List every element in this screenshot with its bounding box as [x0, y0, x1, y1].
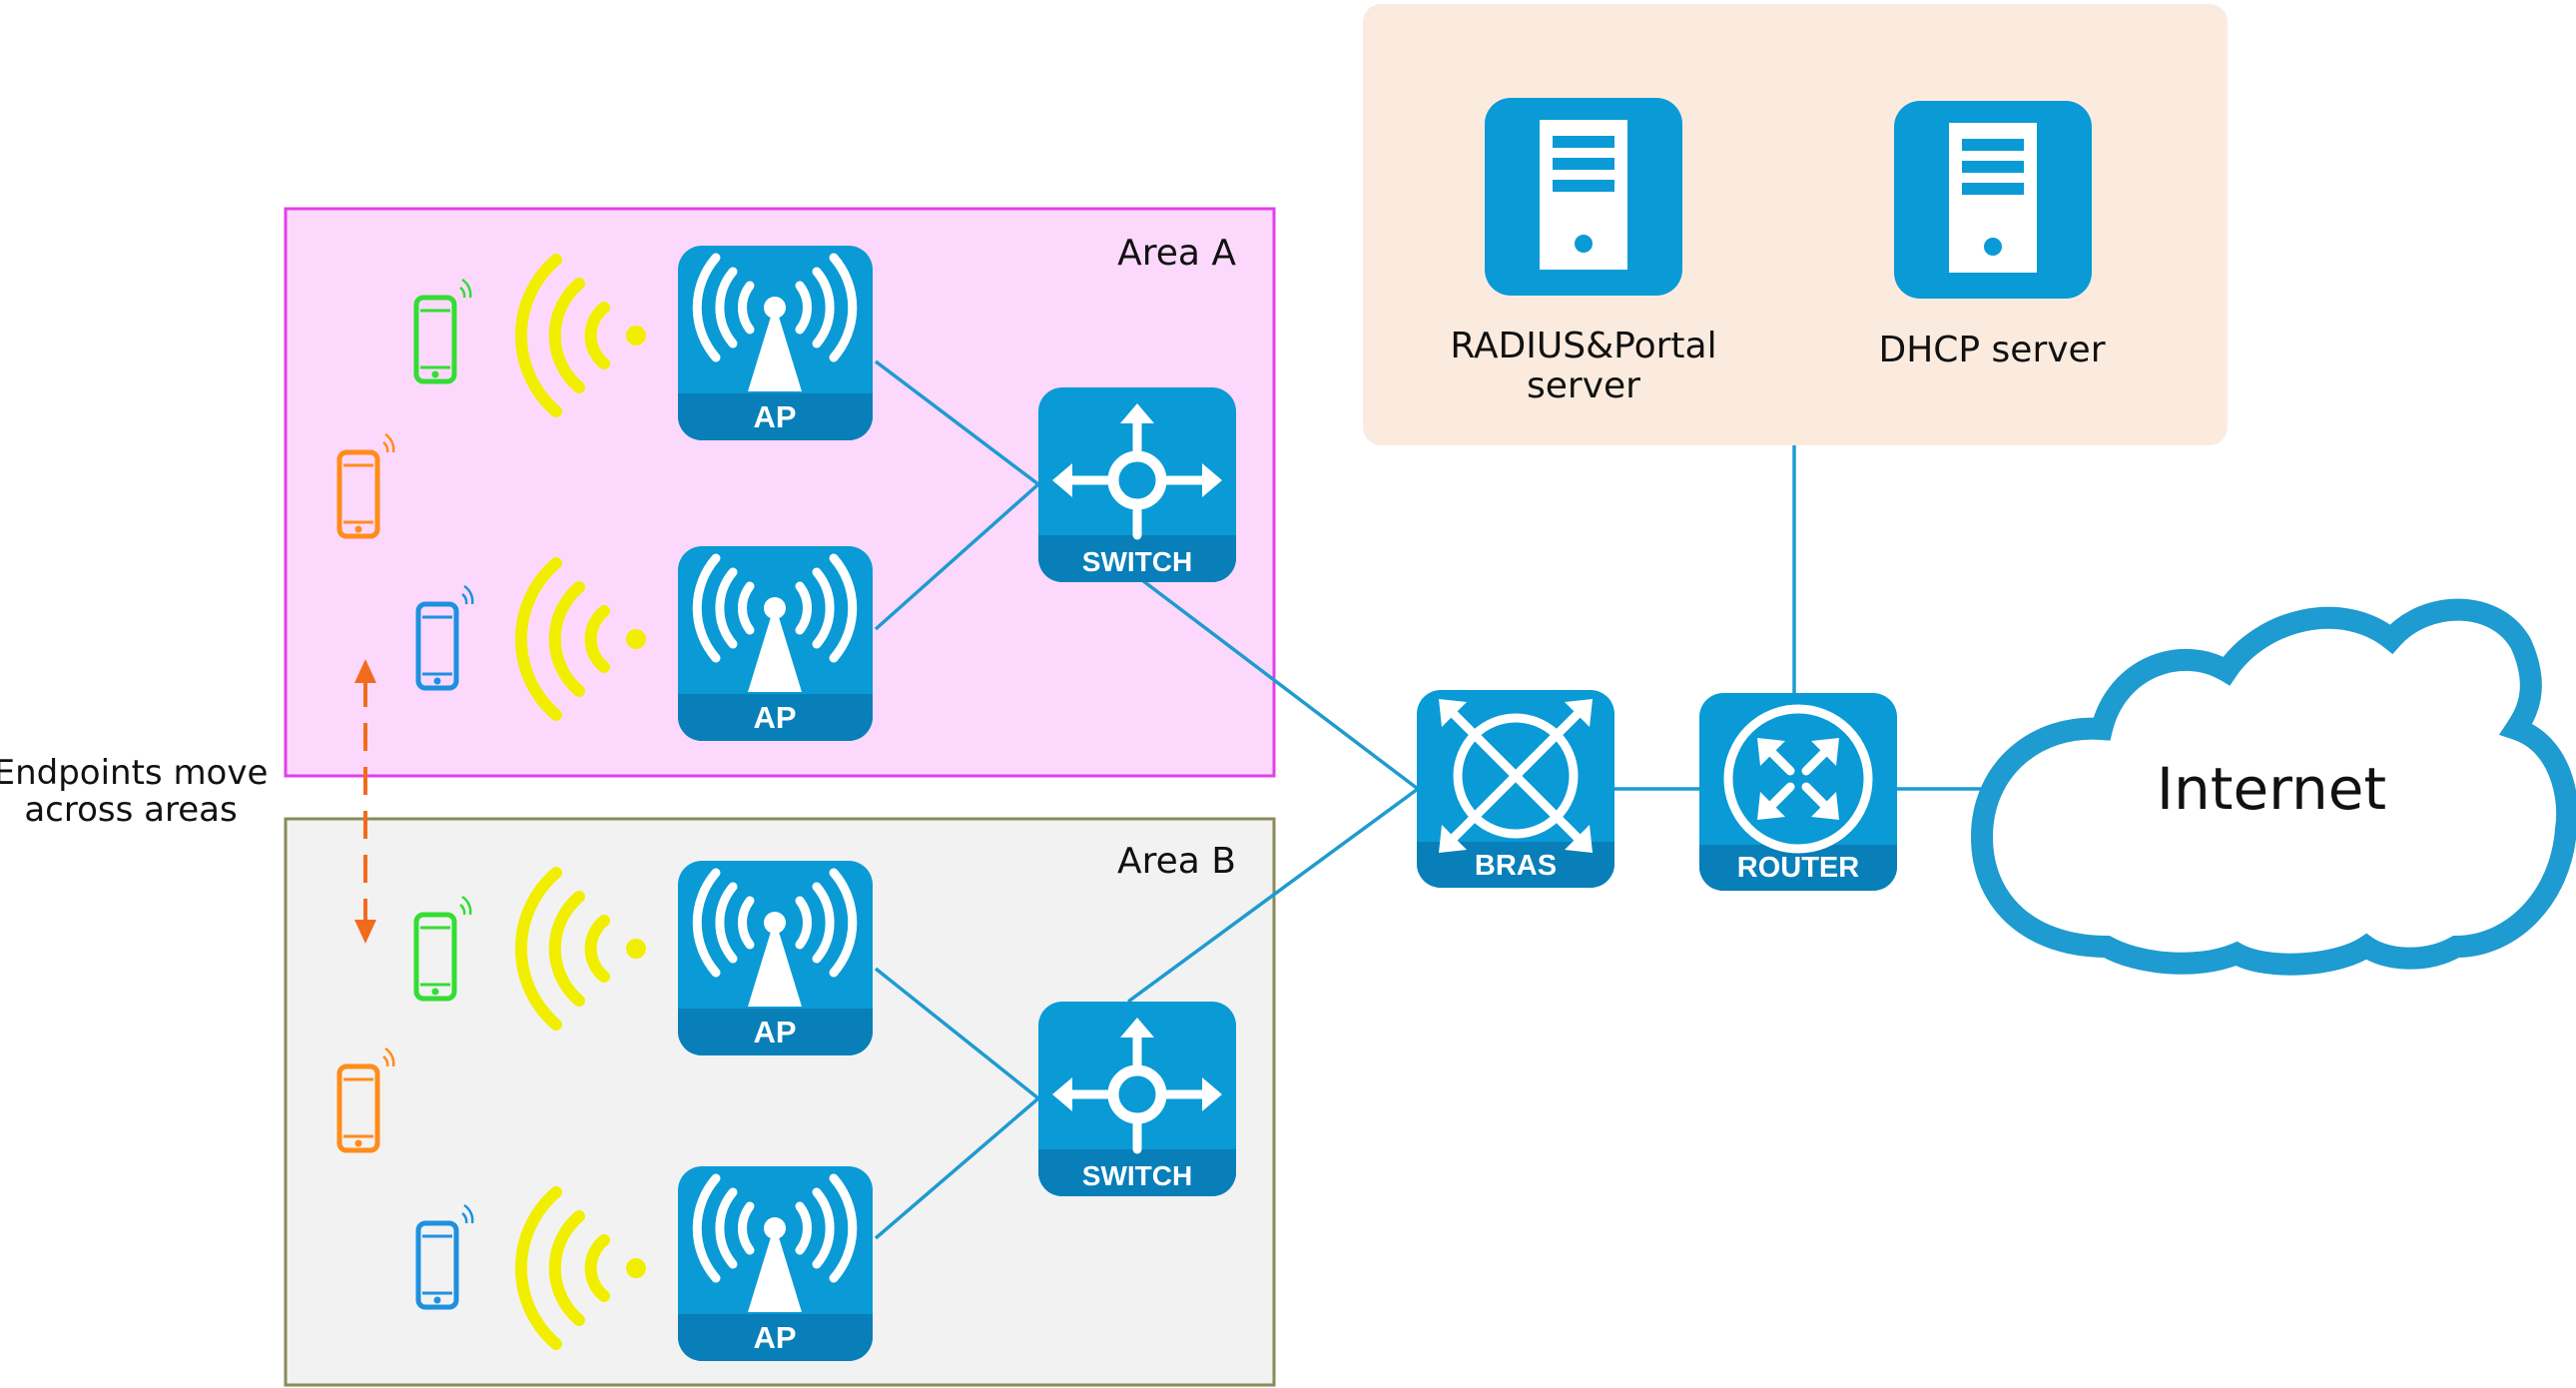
access-point: AP [678, 1166, 873, 1361]
radius-server-label-line2: server [1527, 365, 1640, 406]
internet-cloud: Internet [1970, 598, 2576, 976]
switch-area-a: SWITCH [1038, 387, 1236, 582]
access-point: AP [678, 246, 873, 440]
area-b-label: Area B [1117, 841, 1236, 882]
access-point: AP [678, 546, 873, 741]
bras: BRAS [1417, 690, 1614, 888]
link-switch-a-bras [1136, 575, 1420, 791]
ap-label: AP [753, 399, 796, 434]
internet-label: Internet [2157, 755, 2386, 823]
link-switch-b-bras [1126, 787, 1420, 1004]
bras-label: BRAS [1475, 850, 1557, 882]
ap-label: AP [753, 1320, 796, 1355]
movement-arrow [354, 659, 376, 944]
move-note-line1: Endpoints move [0, 753, 268, 793]
access-point: AP [678, 861, 873, 1055]
ap-label: AP [753, 1015, 796, 1049]
network-links [874, 359, 1982, 1240]
link-ap1-switch-a [874, 359, 1040, 486]
router-label: ROUTER [1737, 852, 1860, 884]
switch-area-b: SWITCH [1038, 1002, 1236, 1196]
link-ap3-switch-b [874, 967, 1040, 1100]
link-ap2-switch-a [874, 482, 1040, 631]
dhcp-server-label: DHCP server [1878, 330, 2105, 370]
link-ap4-switch-b [874, 1096, 1040, 1240]
area-a-label: Area A [1117, 233, 1236, 274]
move-note-line2: across areas [24, 790, 237, 830]
router: ROUTER [1699, 693, 1897, 891]
dhcp-server: DHCP server [1878, 101, 2106, 370]
switch-label: SWITCH [1082, 1160, 1192, 1191]
radius-portal-server: RADIUS&Portal server [1450, 98, 1717, 406]
switch-label: SWITCH [1082, 546, 1192, 577]
ap-label: AP [753, 700, 796, 735]
radius-server-label-line1: RADIUS&Portal [1450, 326, 1716, 366]
